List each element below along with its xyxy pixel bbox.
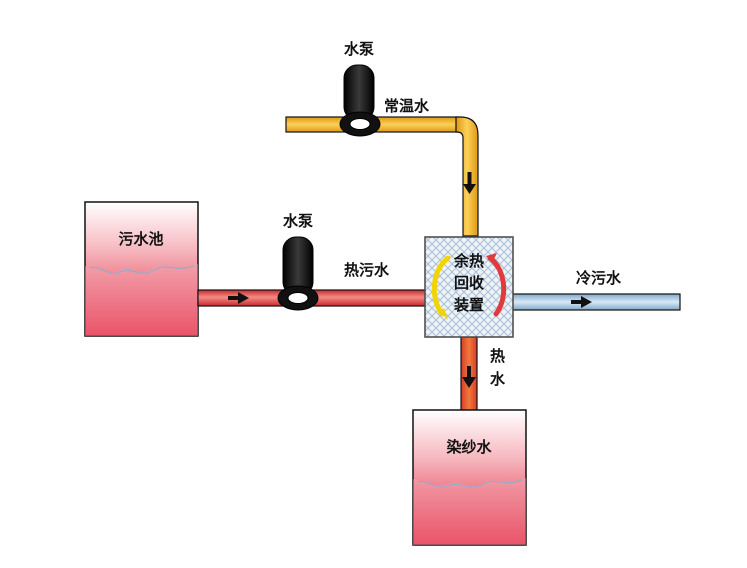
device-label-line3: 装置 [453,296,484,314]
cold-sewage-pipe [511,293,681,311]
left-pump-icon [277,236,319,311]
device-label-line1: 余热 [453,252,484,270]
flow-arrow-down-icon [462,366,476,388]
device-label-line2: 回收 [454,274,484,292]
top-pump-label: 水泵 [344,40,374,58]
hot-water-label-line2: 水 [490,370,506,388]
sewage-pool-label: 污水池 [118,230,163,248]
flow-arrow-right-icon [571,296,592,308]
normal-temp-pipe [285,116,479,237]
hot-water-label-line1: 热 [490,347,505,365]
flow-arrow-right-icon [228,292,249,304]
sewage-pool-tank [84,201,199,337]
dyeing-water-tank [412,409,527,546]
left-pump-label: 水泵 [283,212,313,230]
hot-sewage-label: 热污水 [344,261,390,279]
hot-water-pipe [460,336,478,412]
dyeing-water-label: 染纱水 [445,438,492,456]
flow-arrow-down-icon [463,172,476,194]
heat-recovery-device [424,236,514,338]
top-pump-icon [339,64,381,137]
circulation-arrows-icon [431,253,507,320]
normal-temp-water-label: 常温水 [384,97,430,115]
cold-sewage-label: 冷污水 [576,269,622,287]
